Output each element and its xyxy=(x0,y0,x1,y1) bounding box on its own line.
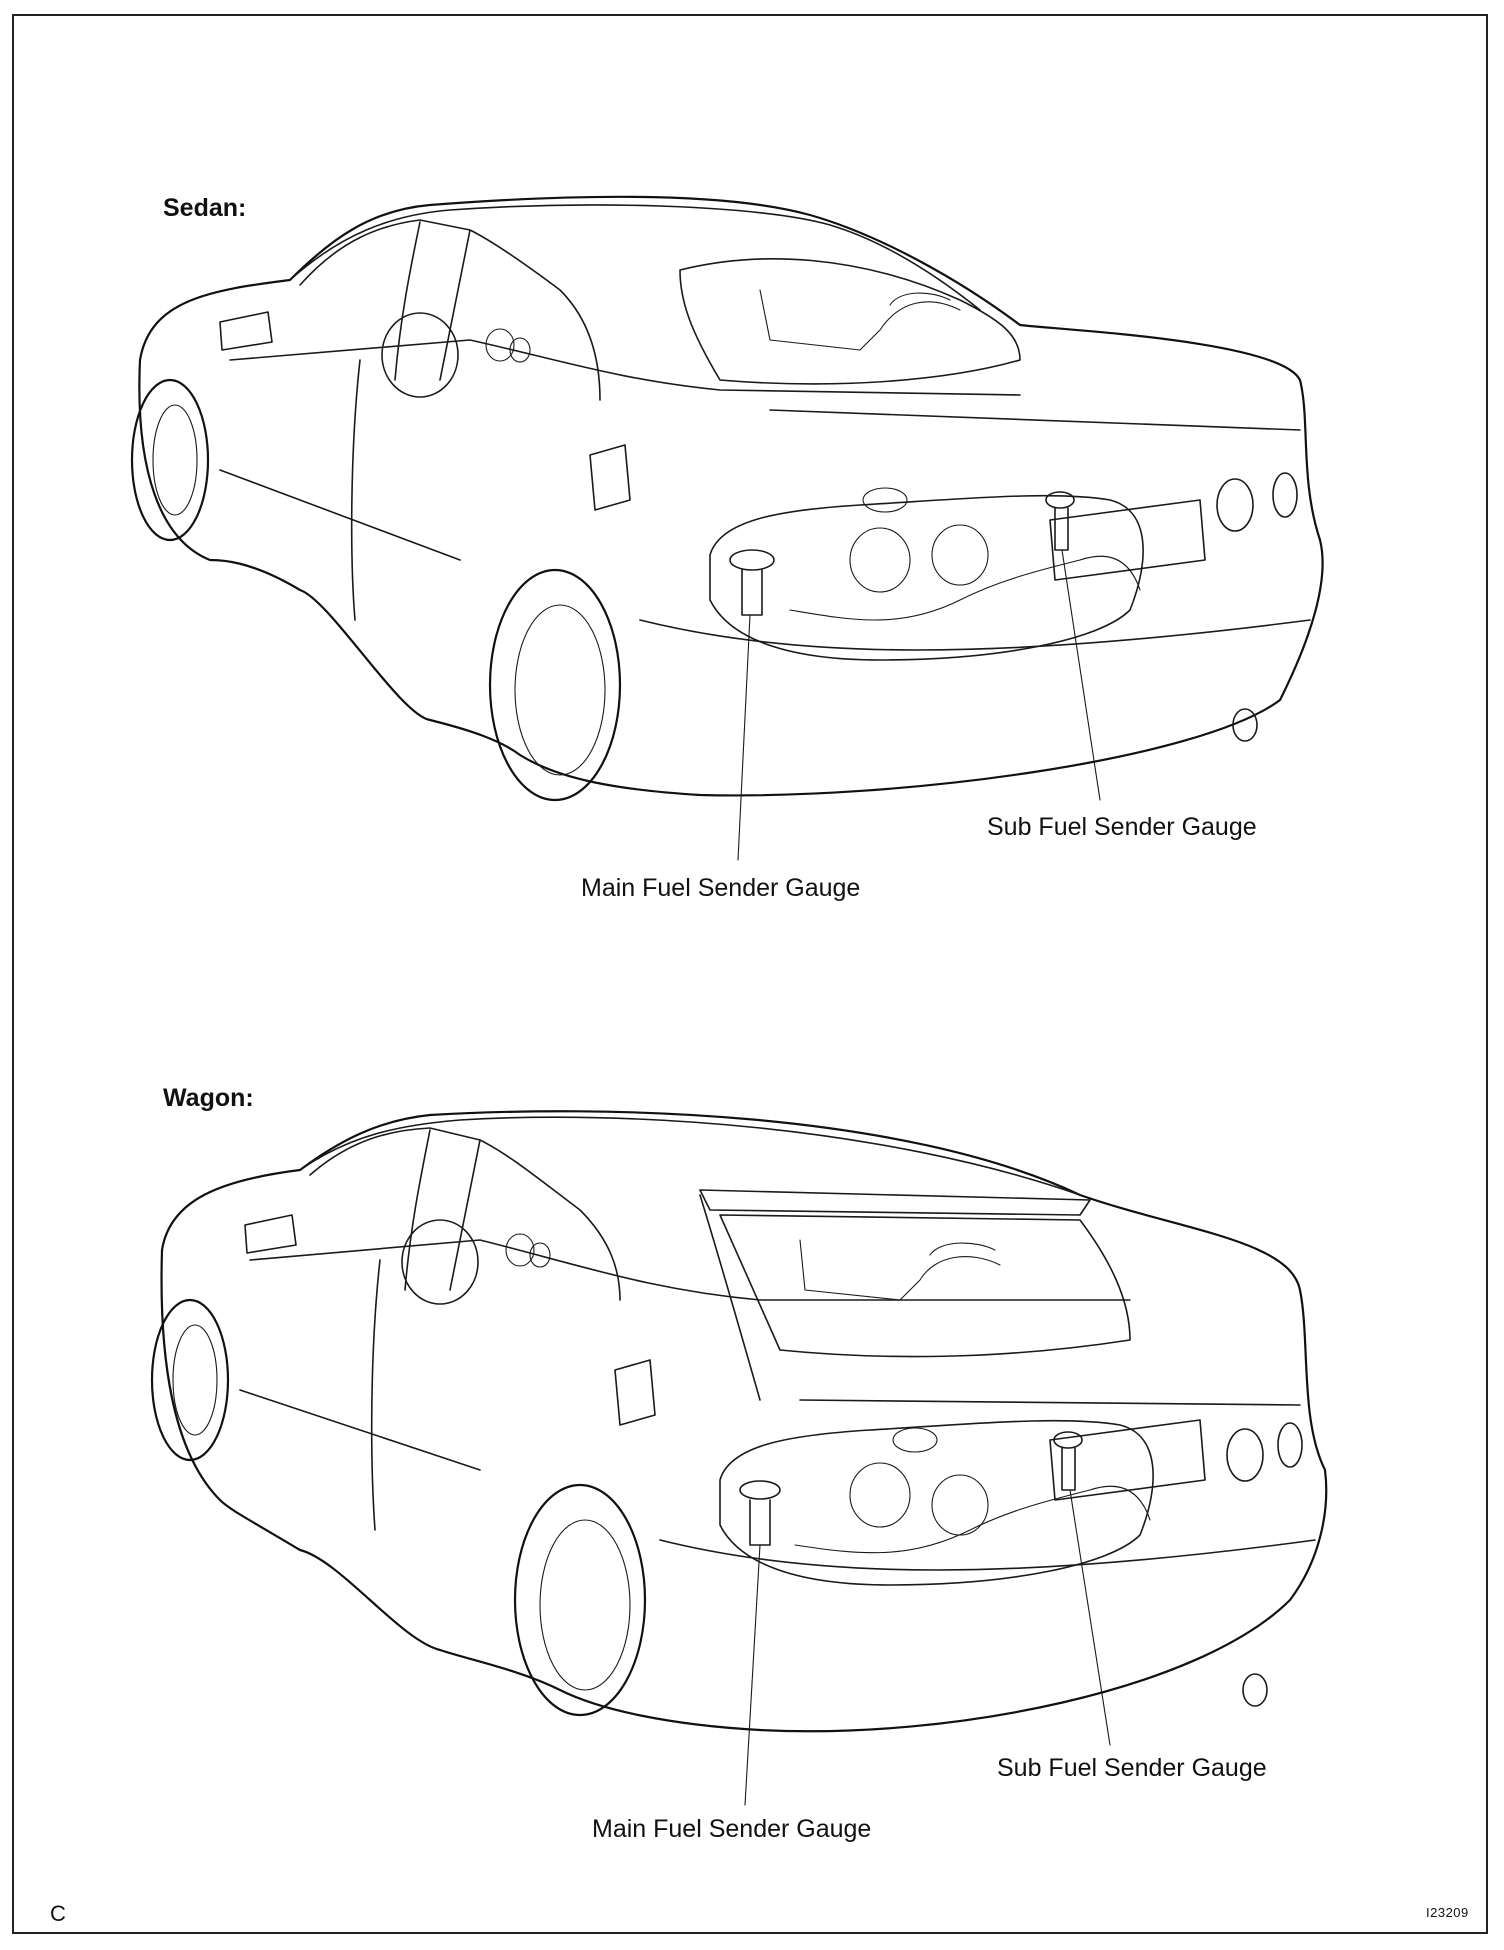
wagon-section-label: Wagon: xyxy=(163,1084,254,1112)
wagon-rear-spoiler xyxy=(700,1190,1090,1215)
wagon-main-leader xyxy=(745,1545,760,1805)
sedan-front-pillar xyxy=(395,222,420,380)
wagon-dash-gauge-2 xyxy=(530,1243,550,1267)
wagon-rear-wheel-inner xyxy=(540,1520,630,1690)
sedan-door-line xyxy=(352,360,360,620)
wagon-windshield-frame xyxy=(310,1128,480,1290)
sedan-b-pillar xyxy=(470,230,600,400)
sedan-main-fuel-sender-label: Main Fuel Sender Gauge xyxy=(581,874,861,902)
sedan-body-outline xyxy=(139,197,1322,796)
sedan-rear-wheel-inner xyxy=(515,605,605,775)
wagon-beltline xyxy=(250,1240,1130,1300)
sedan-side-mirror xyxy=(220,312,272,350)
sedan-steering-wheel xyxy=(382,313,458,397)
sedan-dash-gauge xyxy=(486,329,514,361)
sedan-fuel-door xyxy=(590,445,630,510)
wagon-exhaust xyxy=(1243,1674,1267,1706)
sedan-front-wheel-inner xyxy=(153,405,197,515)
wagon-sub-fuel-sender-label: Sub Fuel Sender Gauge xyxy=(997,1754,1267,1782)
sedan-rear-wheel xyxy=(490,570,620,800)
wagon-sub-sender-flange xyxy=(1054,1432,1082,1448)
wagon-side-molding xyxy=(240,1390,480,1470)
wagon-wire-harness xyxy=(795,1486,1150,1552)
sedan-windshield-frame xyxy=(300,220,470,380)
wagon-rear-seat xyxy=(800,1240,1000,1300)
wagon-fuel-door xyxy=(615,1360,655,1425)
wagon-sub-leader xyxy=(1070,1490,1110,1745)
wagon-main-sender-body xyxy=(750,1500,770,1545)
sedan-main-sender-flange xyxy=(730,550,774,570)
wagon-fuel-tank xyxy=(720,1421,1153,1585)
sedan-headrest xyxy=(890,293,950,305)
wagon-tail-light-left xyxy=(1227,1429,1263,1481)
wagon-tank-dome-1 xyxy=(850,1463,910,1527)
wagon-tank-filler xyxy=(893,1428,937,1452)
sedan-tail-light-left xyxy=(1217,479,1253,531)
sedan-trunk-line xyxy=(770,410,1300,430)
sedan-roof xyxy=(290,205,980,310)
wagon-front-wheel xyxy=(152,1300,228,1460)
sedan-section-label: Sedan: xyxy=(163,194,247,222)
wagon-roof xyxy=(300,1117,1080,1195)
sedan-tank-dome-1 xyxy=(850,528,910,592)
wagon-hatch-line xyxy=(800,1400,1300,1405)
sedan-sub-fuel-sender-label: Sub Fuel Sender Gauge xyxy=(987,813,1257,841)
wagon-b-pillar xyxy=(480,1140,620,1300)
wagon-tank-dome-2 xyxy=(932,1475,988,1535)
sedan-tail-light-right xyxy=(1273,473,1297,517)
sedan-sub-sender-flange xyxy=(1046,492,1074,508)
wagon-headrest xyxy=(930,1243,995,1255)
wagon-dash-gauge xyxy=(506,1234,534,1266)
sedan-tank-dome-2 xyxy=(932,525,988,585)
sedan-illustration xyxy=(0,0,1504,1000)
sedan-exhaust xyxy=(1233,709,1257,741)
sedan-beltline xyxy=(230,340,1020,395)
wagon-tail-light-right xyxy=(1278,1423,1302,1467)
figure-id: I23209 xyxy=(1426,1905,1469,1920)
sedan-license-recess xyxy=(1050,500,1205,580)
wagon-front-pillar xyxy=(405,1130,430,1290)
sedan-rear-seat xyxy=(760,290,960,350)
sedan-rear-window xyxy=(680,259,1020,384)
wagon-side-mirror xyxy=(245,1215,296,1253)
sedan-tank-filler xyxy=(863,488,907,512)
wagon-front-wheel-inner xyxy=(173,1325,217,1435)
sedan-bumper-line xyxy=(640,620,1310,650)
wagon-rear-glass xyxy=(720,1215,1130,1357)
wagon-body-outline xyxy=(162,1111,1327,1731)
wagon-door-line xyxy=(372,1260,380,1530)
wagon-main-fuel-sender-label: Main Fuel Sender Gauge xyxy=(592,1815,872,1843)
wagon-bumper-line xyxy=(660,1540,1315,1570)
wagon-license-recess xyxy=(1050,1420,1205,1500)
sedan-main-leader xyxy=(738,615,750,860)
wagon-steering-wheel xyxy=(402,1220,478,1304)
corner-code: C xyxy=(50,1901,66,1926)
wagon-c-pillar xyxy=(700,1195,760,1400)
sedan-wire-harness xyxy=(790,556,1140,620)
sedan-sub-leader xyxy=(1062,550,1100,800)
sedan-front-wheel xyxy=(132,380,208,540)
wagon-rear-wheel xyxy=(515,1485,645,1715)
wagon-main-sender-flange xyxy=(740,1481,780,1499)
sedan-dash-gauge-2 xyxy=(510,338,530,362)
diagram-frame xyxy=(12,14,1488,1934)
sedan-side-molding xyxy=(220,470,460,560)
sedan-main-sender-body xyxy=(742,570,762,615)
wagon-sub-sender-body xyxy=(1062,1448,1075,1490)
sedan-fuel-tank xyxy=(710,496,1143,660)
